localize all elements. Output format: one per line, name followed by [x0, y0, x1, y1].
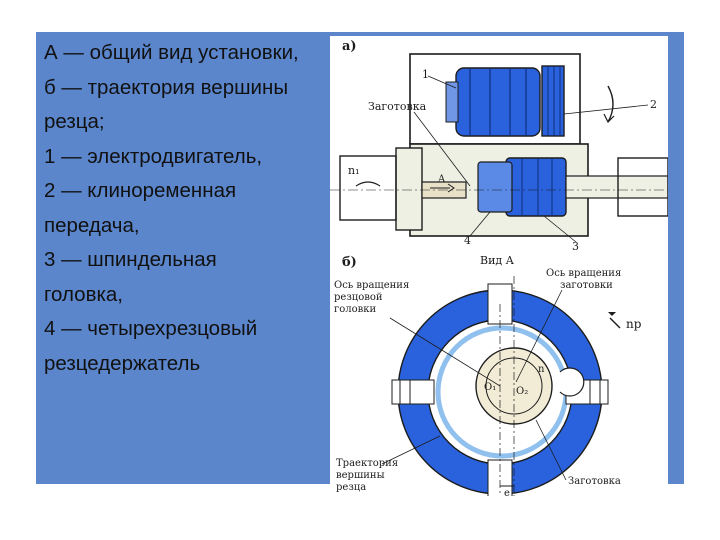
caption-line: резца;: [44, 110, 105, 133]
part-a-label: а): [342, 39, 357, 54]
tool-holder: [477, 161, 513, 213]
lathe-chuck: [395, 147, 423, 231]
caption-line: А — общий вид установки,: [44, 41, 299, 64]
speed-n1: n₁: [348, 164, 360, 177]
rotation-arrow-icon: [355, 181, 381, 187]
axis-workpiece-label: Ось вращения заготовки: [546, 268, 624, 291]
part-b-label: б): [342, 255, 357, 270]
caption-line: 1 — электродвигатель,: [44, 144, 263, 168]
motor-end-cap: [445, 81, 459, 123]
electric-motor: [455, 67, 541, 137]
head-speed-np: nр: [626, 317, 642, 331]
view-title: Вид А: [480, 254, 515, 267]
caption-line: 2 — клиноременная: [44, 179, 237, 202]
center-o2: O₂: [516, 386, 528, 397]
output-shaft: [565, 175, 668, 199]
headstock: [339, 155, 397, 221]
caption-line: б — траектория вершины: [44, 75, 289, 99]
inner-speed-n: n: [538, 364, 545, 375]
technical-figure: а) 1 2 Заготовка n₁ A: [330, 36, 668, 496]
part-a-drawing: а) 1 2 Заготовка n₁ A: [330, 39, 668, 253]
rotation-arrow-icon: [607, 85, 614, 123]
view-marker-a: A: [437, 174, 446, 185]
caption-line: резцедержатель: [44, 351, 201, 375]
callout-1: 1: [422, 68, 429, 81]
workpiece-label-b: Заготовка: [568, 476, 621, 487]
callout-4: 4: [464, 234, 471, 247]
axis-head-label: Ось вращения резцовой головки: [334, 280, 412, 315]
caption-line: 3 — шпиндельная: [44, 248, 217, 271]
callout-2: 2: [650, 98, 657, 111]
part-b-drawing: б) Вид А Ось вращения резцовой головки О…: [334, 254, 642, 496]
center-o1: O₁: [484, 382, 496, 393]
caption-line: передача,: [44, 213, 140, 237]
caption-line: головка,: [44, 282, 123, 306]
trajectory-label: Траектория вершины резца: [336, 458, 401, 493]
figure-drawing: а) 1 2 Заготовка n₁ A: [330, 39, 668, 496]
workpiece-label-a: Заготовка: [368, 100, 427, 113]
cutter-slot: [391, 379, 435, 405]
caption-line: 4 — четырехрезцовый: [44, 317, 258, 340]
rotation-arrow-icon: [609, 317, 621, 329]
figure-caption: А — общий вид установки, б — траектория …: [44, 36, 336, 381]
belt-pulley: [541, 65, 565, 137]
offset-e: e: [504, 488, 510, 496]
callout-3: 3: [572, 240, 579, 253]
spindle-head: [505, 157, 567, 217]
cutter-tip: [559, 367, 585, 397]
